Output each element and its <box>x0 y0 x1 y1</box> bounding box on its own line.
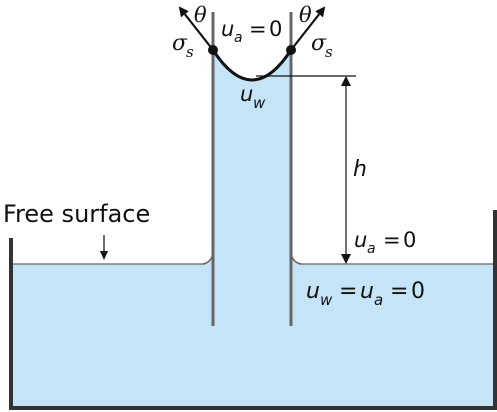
svg-text:a: a <box>374 291 383 309</box>
svg-text:0: 0 <box>403 228 416 252</box>
free-surface-ua-label: u a = 0 <box>354 228 416 257</box>
surface-tension-arrow-left <box>178 6 214 51</box>
water-pressure-label: u w = u a = 0 <box>306 279 425 309</box>
svg-text:w: w <box>320 291 333 309</box>
svg-text:u: u <box>306 279 320 304</box>
svg-text:a: a <box>234 30 243 46</box>
svg-text:=: = <box>383 228 401 252</box>
svg-text:=: = <box>390 279 408 304</box>
top-ua-label: u a = 0 <box>221 17 282 46</box>
svg-text:u: u <box>221 17 234 41</box>
h-arrow-bottom <box>341 254 351 264</box>
h-arrow-top <box>341 76 351 86</box>
free-surface-label: Free surface <box>3 200 150 228</box>
svg-text:σ: σ <box>311 31 327 56</box>
sigma-right-label: σ s <box>311 31 333 61</box>
svg-text:=: = <box>339 279 357 304</box>
container-water <box>13 50 493 407</box>
h-label: h <box>353 157 367 182</box>
tube-lip-left <box>202 249 214 265</box>
tube-lip-right <box>290 249 302 265</box>
meniscus-curve <box>211 49 293 82</box>
surface-tension-arrow-right <box>290 6 326 51</box>
svg-text:a: a <box>367 241 376 257</box>
container-wall <box>9 210 497 410</box>
svg-text:u: u <box>354 228 367 252</box>
uw-label: u w <box>240 82 266 112</box>
svg-text:u: u <box>240 82 253 106</box>
svg-text:w: w <box>253 94 266 112</box>
svg-text:σ: σ <box>172 31 188 56</box>
sigma-left-label: σ s <box>172 31 194 61</box>
svg-text:0: 0 <box>411 279 425 304</box>
svg-text:0: 0 <box>269 17 282 41</box>
free-surface-arrowhead <box>100 251 108 260</box>
svg-text:s: s <box>186 43 194 61</box>
svg-text:u: u <box>360 279 374 304</box>
theta-right-label: θ <box>299 3 312 27</box>
svg-text:s: s <box>325 43 333 61</box>
svg-text:=: = <box>249 17 267 41</box>
theta-left-label: θ <box>194 3 207 27</box>
